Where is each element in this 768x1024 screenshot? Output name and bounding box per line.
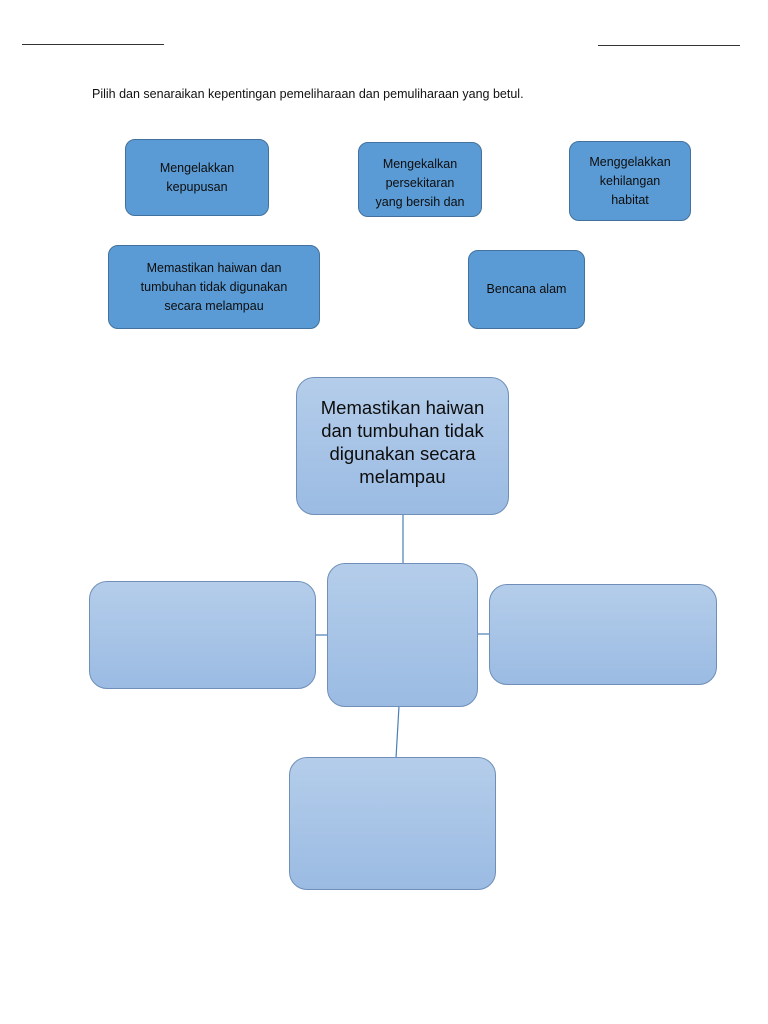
map-bottom-box[interactable] (289, 757, 496, 890)
option-line: Mengekalkan (382, 157, 458, 171)
class-blank-line (598, 45, 740, 46)
option-line: Memastikan haiwan dan (146, 260, 282, 275)
name-blank-line (22, 44, 164, 45)
map-center-box[interactable] (327, 563, 478, 707)
option-line: kepupusan (166, 179, 228, 194)
map-top-box[interactable]: Memastikan haiwan dan tumbuhan tidak dig… (296, 377, 509, 515)
option-bencana-alam[interactable]: Bencana alam (468, 250, 585, 329)
option-line: Menggelakkan (589, 154, 671, 169)
option-line: persekitaran (385, 176, 455, 190)
option-line: secara melampau (164, 298, 264, 313)
map-top-box-text: Memastikan haiwan dan tumbuhan tidak dig… (320, 397, 485, 487)
option-mengelakkan-kepupusan[interactable]: Mengelakkan kepupusan (125, 139, 269, 216)
option-memastikan-haiwan[interactable]: Memastikan haiwan dan tumbuhan tidak dig… (108, 245, 320, 329)
instruction-text: Pilih dan senaraikan kepentingan pemelih… (92, 87, 524, 101)
option-line: habitat (611, 192, 649, 207)
option-line: kehilangan (599, 173, 661, 188)
connector-bottom (395, 705, 400, 759)
option-mengekalkan-persekitaran[interactable]: Mengekalkan persekitaran yang bersih dan (358, 142, 482, 217)
option-line: Mengelakkan (159, 160, 235, 175)
option-line: yang bersih dan (375, 195, 465, 209)
map-right-box[interactable] (489, 584, 717, 685)
option-line: Bencana alam (486, 282, 567, 296)
option-line: tumbuhan tidak digunakan (140, 279, 288, 294)
map-left-box[interactable] (89, 581, 316, 689)
option-menggelakkan-kehilangan-habitat[interactable]: Menggelakkan kehilangan habitat (569, 141, 691, 221)
